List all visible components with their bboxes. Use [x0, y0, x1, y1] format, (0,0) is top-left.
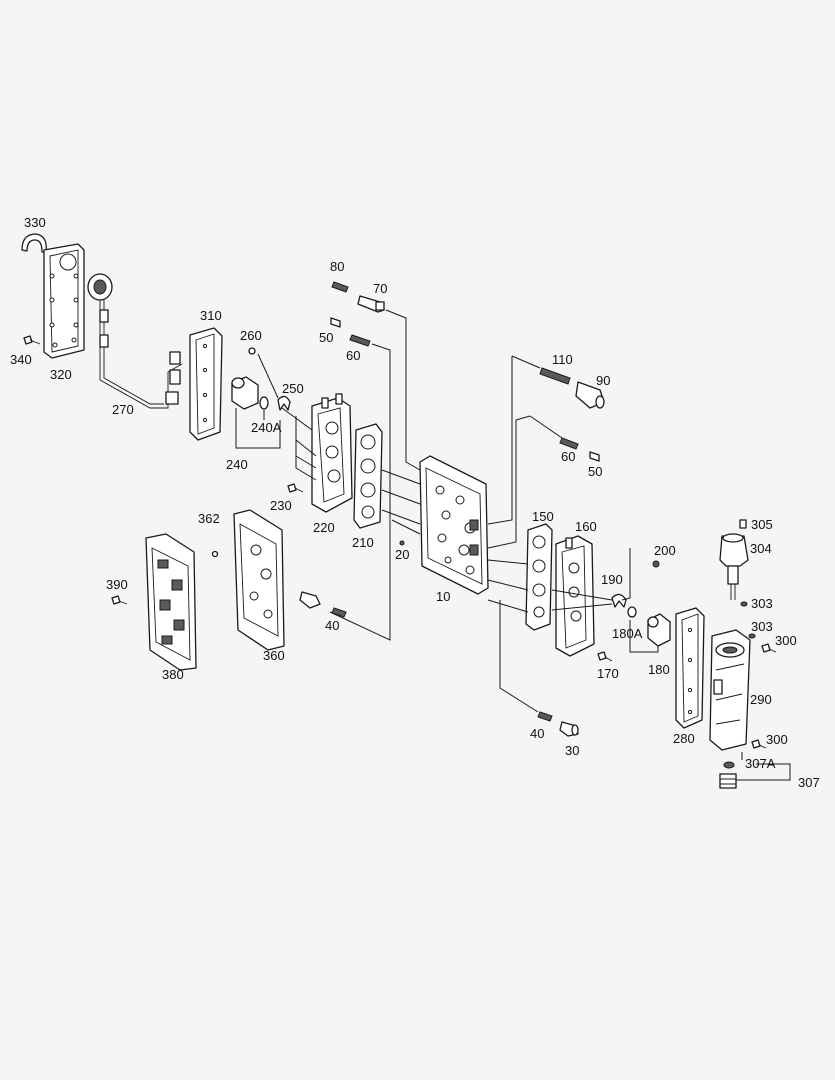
part-330-clip: [21, 233, 47, 253]
callout-250: 250: [282, 381, 304, 396]
part-390-bolt: [111, 595, 128, 605]
callout-30: 30: [565, 743, 579, 758]
part-380-separator-plate: [145, 533, 197, 671]
part-50-plug-right: [589, 451, 600, 462]
part-40-valve-lower-left: [299, 591, 321, 609]
callout-270: 270: [112, 402, 134, 417]
callout-40: 40: [325, 618, 339, 633]
part-362-pin: [211, 550, 219, 558]
callout-300-lower: 300: [766, 732, 788, 747]
callout-320: 320: [50, 367, 72, 382]
part-210-gasket: [353, 423, 383, 529]
callout-220: 220: [313, 520, 335, 535]
part-110-spring: [539, 367, 571, 385]
callout-50-right: 50: [588, 464, 602, 479]
part-303-seal-ring-lower: [748, 633, 756, 639]
callout-240: 240: [226, 457, 248, 472]
callout-230: 230: [270, 498, 292, 513]
leader-lines: [235, 309, 791, 781]
part-160-valve-body: [555, 535, 595, 657]
callout-10: 10: [436, 589, 450, 604]
callout-360: 360: [263, 648, 285, 663]
part-40-spring-bottom: [537, 711, 553, 722]
part-307A-o-ring: [723, 761, 735, 769]
callout-303: 303: [751, 596, 773, 611]
callout-303-lower: 303: [751, 619, 773, 634]
callout-380: 380: [162, 667, 184, 682]
part-304-pressure-sensor: [719, 533, 749, 600]
callout-300: 300: [775, 633, 797, 648]
part-30-plug: [559, 721, 579, 737]
part-150-gasket: [525, 523, 553, 631]
callout-60-right: 60: [561, 449, 575, 464]
callout-330: 330: [24, 215, 46, 230]
callout-190: 190: [601, 572, 623, 587]
part-303-seal-ring: [740, 601, 748, 607]
part-180-solenoid: [647, 613, 671, 647]
callout-210: 210: [352, 535, 374, 550]
part-60-spring-right: [559, 437, 579, 450]
part-70-valve-spool: [357, 295, 385, 313]
part-300-bolt: [761, 643, 777, 653]
callout-390: 390: [106, 577, 128, 592]
callout-170: 170: [597, 666, 619, 681]
part-220-valve-body: [311, 393, 353, 513]
part-270-wiring-harness: [87, 273, 183, 409]
part-250-clip: [277, 395, 291, 411]
callout-180: 180: [648, 662, 670, 677]
callout-362: 362: [198, 511, 220, 526]
part-260-plug: [248, 347, 256, 355]
callout-304: 304: [750, 541, 772, 556]
callout-40-bottom: 40: [530, 726, 544, 741]
callout-310: 310: [200, 308, 222, 323]
callout-260: 260: [240, 328, 262, 343]
callout-50: 50: [319, 330, 333, 345]
part-80-spring: [331, 281, 349, 293]
callout-340: 340: [10, 352, 32, 367]
callout-240A: 240A: [251, 420, 282, 435]
part-170-bolt: [597, 651, 613, 662]
part-50-plug: [330, 317, 341, 328]
callout-160: 160: [575, 519, 597, 534]
callout-307: 307: [798, 775, 820, 790]
callout-150: 150: [532, 509, 554, 524]
part-60-spring: [349, 334, 371, 347]
callout-60: 60: [346, 348, 360, 363]
callout-305: 305: [751, 517, 773, 532]
callout-307A: 307A: [745, 756, 776, 771]
callout-70: 70: [373, 281, 387, 296]
callout-200: 200: [654, 543, 676, 558]
part-40-spring-left: [331, 607, 347, 618]
part-307-fitting: [719, 773, 737, 789]
part-200-plug: [652, 560, 660, 568]
part-230-bolt: [287, 483, 304, 493]
part-20-check-ball: [399, 540, 405, 546]
part-280-gasket: [675, 607, 705, 729]
callout-290: 290: [750, 692, 772, 707]
part-300-bolt-lower: [751, 739, 767, 749]
callout-180A: 180A: [612, 626, 643, 641]
callout-280: 280: [673, 731, 695, 746]
part-360-plate: [233, 509, 285, 651]
part-290-housing: [709, 629, 751, 751]
callout-20: 20: [395, 547, 409, 562]
part-320-cover-plate: [43, 243, 85, 359]
part-340-bolt: [23, 335, 41, 345]
callout-80: 80: [330, 259, 344, 274]
part-190-clip: [611, 593, 627, 608]
part-90-valve: [575, 381, 605, 409]
part-310-gasket: [189, 327, 223, 441]
part-305-bolt: [739, 519, 747, 529]
part-10-main-valve-body: [419, 455, 489, 595]
callout-90: 90: [596, 373, 610, 388]
part-240A-o-ring: [259, 396, 269, 410]
part-180A-o-ring: [627, 606, 637, 618]
callout-110: 110: [552, 352, 573, 367]
callout-labels: 330 340 320 270 310 260 250 240A 240 230…: [10, 215, 820, 790]
part-240-solenoid: [231, 376, 259, 410]
